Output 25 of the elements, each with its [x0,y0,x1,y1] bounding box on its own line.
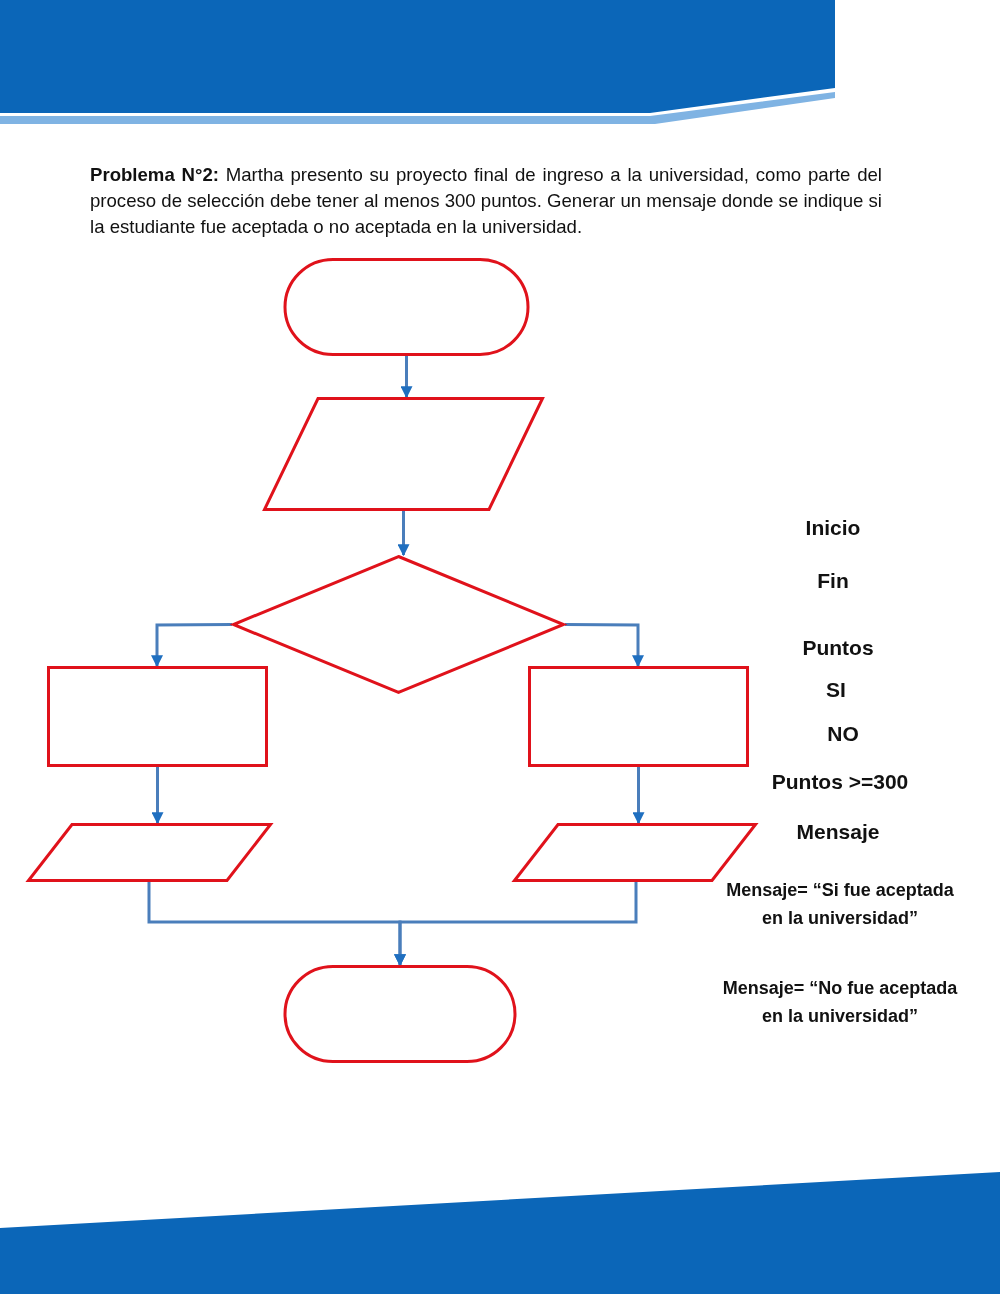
arrow [565,623,644,668]
process-box [528,666,749,767]
word-bank-item: Inicio [804,516,862,540]
word-bank-item: Mensaje= “No fue aceptada en la universidad” [722,977,958,1028]
input-output-parallelogram [27,823,272,882]
arrow [400,356,413,399]
word-bank-item: Mensaje [795,820,881,844]
word-bank-item: SI [825,678,847,702]
process-box [47,666,268,767]
arrow [151,623,232,668]
word-bank-item: Puntos >=300 [770,770,910,794]
arrow [151,767,164,825]
input-output-parallelogram [263,397,544,511]
decision-diamond [232,555,565,694]
input-output-parallelogram [513,823,757,882]
word-bank-item: Mensaje= “Si fue aceptada en la universidad” [725,879,955,930]
arrow [394,882,638,967]
word-bank-item: NO [826,722,860,746]
word-bank-item: Puntos [801,636,875,660]
terminal-shape [285,258,528,356]
arrow [632,767,645,825]
word-bank-item: Fin [816,569,850,593]
problem-statement: Problema N°2: Martha presento su proyecto final de ingreso a la universidad, como parte del proceso de selección debe tener al menos 300 puntos. Generar un mensaje donde se indique si la estudiante fue aceptada o no aceptada en la universidad. [90,163,882,239]
terminal-shape [285,965,515,1063]
arrow [397,511,410,557]
